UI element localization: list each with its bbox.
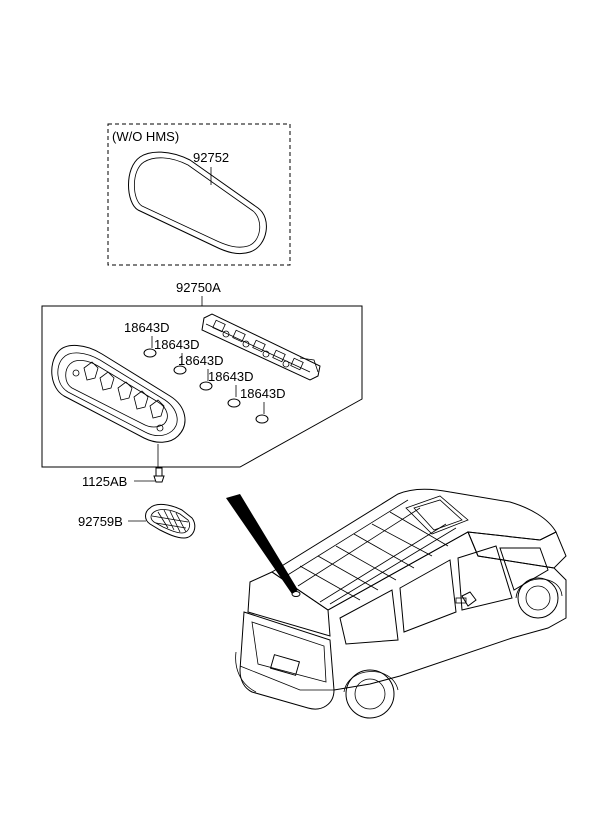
part-label-92759B: 92759B [78, 514, 123, 529]
lens-92752 [128, 151, 267, 255]
part-label-18643D-5: 18643D [240, 386, 286, 401]
part-label-92752: 92752 [193, 150, 229, 165]
part-label-18643D-3: 18643D [178, 353, 224, 368]
wo-hms-dashed-box [107, 123, 291, 266]
lamp-housing [51, 345, 186, 443]
part-label-1125AB: 1125AB [82, 474, 127, 489]
wo-hms-label: (W/O HMS) [112, 129, 179, 144]
bulb-18643D-5 [255, 414, 269, 424]
vehicle-illustration [235, 488, 567, 719]
part-label-18643D-1: 18643D [124, 320, 170, 335]
bulb-18643D-2 [173, 365, 187, 375]
screw-1125AB [153, 467, 165, 483]
part-label-92750A: 92750A [176, 280, 221, 295]
assembly-box-92750A [41, 305, 363, 468]
bulb-18643D-3 [199, 381, 213, 391]
grommet-92759B [145, 503, 196, 539]
part-label-18643D-2: 18643D [154, 337, 200, 352]
bulb-18643D-4 [227, 398, 241, 408]
bulb-18643D-1 [143, 348, 157, 358]
bulb-holder-strip [201, 313, 321, 381]
location-pointer [226, 494, 298, 594]
part-label-18643D-4: 18643D [208, 369, 254, 384]
